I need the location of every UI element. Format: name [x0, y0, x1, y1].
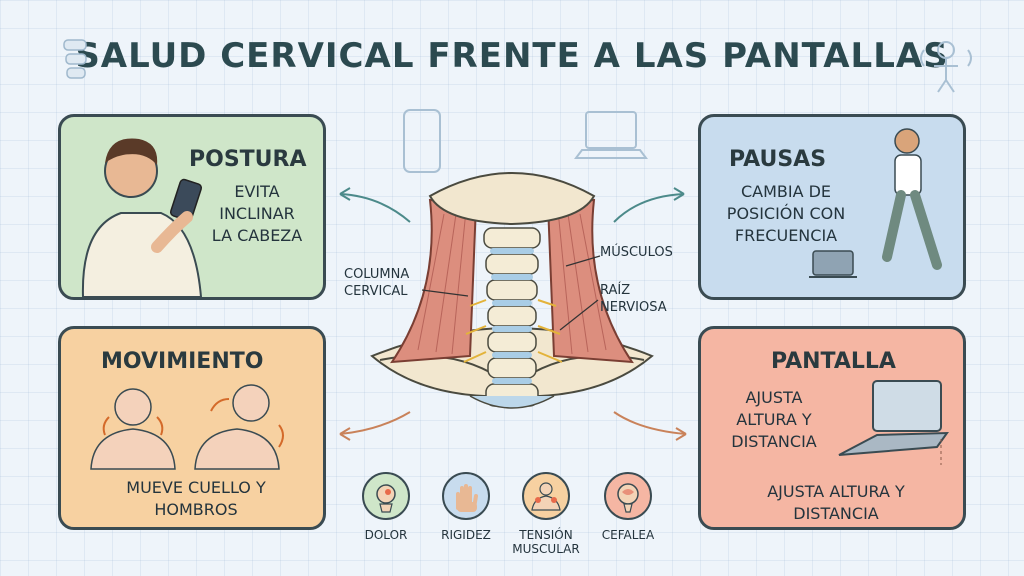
shoulders-icon: [522, 472, 570, 520]
card-movimiento-title: MOVIMIENTO: [101, 349, 264, 374]
stretch-decor-icon: [920, 41, 972, 93]
symptom-label-dolor: DOLOR: [364, 528, 408, 542]
arrows: [339, 187, 685, 223]
card-pantalla-text-1: AJUSTA ALTURA Y DISTANCIA: [731, 388, 817, 451]
head-pain-icon: [362, 472, 410, 520]
neck-anatomy-illustration: [370, 172, 654, 409]
spine-decor-icon: [63, 39, 87, 79]
card-pausas-title: PAUSAS: [729, 147, 827, 172]
arrow-to-pantalla: [613, 411, 687, 435]
laptop-illustration: [838, 380, 949, 465]
laptop-decor-icon: [574, 111, 648, 159]
cervical-vertebrae: [483, 227, 541, 407]
card-pantalla: PANTALLA AJUSTA ALTURA Y DISTANCIA AJUST…: [698, 326, 966, 530]
card-pantalla-title: PANTALLA: [771, 349, 896, 374]
card-movimiento-text: MUEVE CUELLO Y HOMBROS: [126, 478, 266, 519]
card-postura-text: EVITA INCLINAR LA CABEZA: [211, 182, 303, 245]
symptom-label-tension: TENSIÓN MUSCULAR: [512, 528, 580, 556]
neck-exercise-illustration: [90, 384, 284, 470]
arrow-to-pausas: [613, 193, 685, 223]
person-phone-illustration: [81, 138, 203, 297]
card-movimiento: MOVIMIENTO MUEVE CUELLO Y HOMBROS: [58, 326, 326, 530]
hand-icon: [442, 472, 490, 520]
label-raiz-nerviosa: RAÍZ NERVIOSA: [600, 283, 667, 315]
label-columna-cervical: COLUMNA CERVICAL: [344, 267, 410, 299]
phone-decor-icon: [403, 109, 441, 173]
symptom-label-cefalea: CEFALEA: [601, 528, 655, 542]
label-musculos: MÚSCULOS: [600, 245, 673, 260]
nerve-roots: [463, 299, 563, 363]
brain-icon: [604, 472, 652, 520]
arrow-to-movimiento: [339, 411, 411, 435]
card-pausas-text: CAMBIA DE POSICIÓN CON FRECUENCIA: [726, 182, 846, 245]
symptom-label-rigidez: RIGIDEZ: [441, 528, 491, 542]
card-pantalla-text-2: AJUSTA ALTURA Y DISTANCIA: [767, 482, 905, 523]
page-title: SALUD CERVICAL FRENTE A LAS PANTALLAS: [75, 36, 949, 76]
card-postura-title: POSTURA: [189, 147, 307, 172]
card-pausas: PAUSAS CAMBIA DE POSICIÓN CON FRECUENCIA: [698, 114, 966, 300]
arrow-to-postura: [339, 193, 411, 223]
card-postura: POSTURA EVITA INCLINAR LA CABEZA: [58, 114, 326, 300]
walking-person-illustration: [809, 128, 942, 278]
